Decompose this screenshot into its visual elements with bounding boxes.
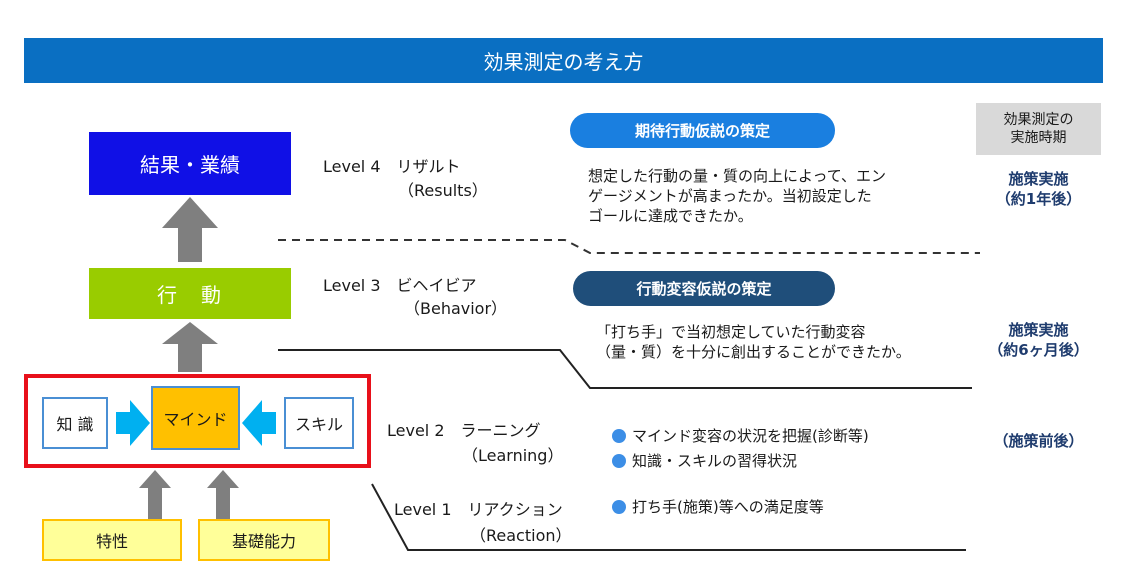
page-title: 効果測定の考え方 (483, 50, 644, 74)
level-3-label: Level 3 ビヘイビア (323, 276, 477, 295)
arrow-up-icon (207, 470, 239, 519)
results-box: 結果・業績 (89, 132, 291, 195)
desc-line: 「打ち手」で当初想定していた行動変容 (596, 323, 866, 341)
timing-line: 施策実施 (1008, 321, 1069, 339)
timing-level-3: 施策実施 （約6ヶ月後） (976, 321, 1101, 360)
knowledge-box: 知 識 (42, 397, 108, 449)
title-bar: 効果測定の考え方 (24, 38, 1103, 83)
timing-header-line: 実施時期 (1010, 130, 1067, 146)
bullet-icon (612, 453, 626, 468)
bullet-item: 知識・スキルの習得状況 (612, 450, 869, 471)
desc-line: ゴールに達成できたか。 (588, 206, 753, 225)
bullet-text: マインド変容の状況を把握(診断等) (632, 427, 869, 445)
desc-line: （量・質）を十分に創出することができたか。 (596, 342, 911, 361)
timing-line: （約6ヶ月後） (988, 340, 1089, 359)
desc-line: ゲージメントが高まったか。当初設定した (588, 186, 872, 205)
change-hypothesis-label: 行動変容仮説の策定 (636, 280, 772, 298)
mind-box: マインド (151, 386, 240, 450)
timing-level-2: （施策前後） (993, 432, 1084, 450)
separator-l4-l3 (278, 239, 980, 254)
bullet-item: 打ち手(施策)等への満足度等 (612, 496, 824, 517)
level-1-description: 打ち手(施策)等への満足度等 (612, 496, 824, 517)
expected-hypothesis-label: 期待行動仮説の策定 (634, 122, 770, 140)
level-4-sub: （Results） (398, 181, 488, 200)
level-3-description: 「打ち手」で当初想定していた行動変容 （量・質）を十分に創出することができたか。 (596, 323, 911, 363)
arrow-left-icon (242, 400, 276, 446)
arrow-right-icon (116, 400, 150, 446)
ability-label: 基礎能力 (231, 532, 296, 551)
ability-box: 基礎能力 (198, 519, 330, 561)
level-2-sub: （Learning） (462, 446, 564, 465)
bullet-item: マインド変容の状況を把握(診断等) (612, 425, 869, 446)
knowledge-label: 知 識 (56, 415, 94, 434)
behavior-box: 行 動 (89, 268, 291, 319)
bullet-text: 打ち手(施策)等への満足度等 (632, 498, 824, 516)
arrow-up-icon (139, 470, 171, 519)
results-label: 結果・業績 (140, 153, 240, 177)
trait-box: 特性 (42, 519, 182, 561)
level-1-label: Level 1 リアクション (394, 500, 563, 519)
separator-l1 (371, 483, 966, 551)
desc-line: 想定した行動の量・質の向上によって、エン (588, 167, 887, 185)
bullet-text: 知識・スキルの習得状況 (632, 452, 798, 470)
behavior-change-hypothesis: 行動変容仮説の策定 (573, 271, 835, 306)
expected-behavior-hypothesis: 期待行動仮説の策定 (570, 113, 835, 148)
timing-line: （約1年後） (995, 189, 1082, 208)
level-4-label: Level 4 リザルト (323, 157, 461, 176)
arrow-up-icon (162, 322, 218, 372)
bullet-icon (612, 428, 626, 443)
bullet-icon (612, 499, 626, 514)
skill-box: スキル (284, 397, 354, 449)
trait-label: 特性 (95, 532, 128, 551)
mind-label: マインド (163, 410, 228, 429)
learning-frame (24, 374, 371, 468)
level-2-label: Level 2 ラーニング (387, 421, 541, 440)
level-4-description: 想定した行動の量・質の向上によって、エン ゲージメントが高まったか。当初設定した… (588, 167, 886, 226)
level-1-sub: （Reaction） (470, 526, 572, 545)
arrow-up-icon (162, 197, 218, 262)
skill-label: スキル (294, 415, 343, 434)
behavior-label: 行 動 (157, 283, 223, 307)
timing-header: 効果測定の 実施時期 (976, 103, 1101, 155)
separator-l3-l2 (278, 349, 972, 389)
timing-header-line: 効果測定の (1003, 111, 1074, 128)
timing-level-4: 施策実施 （約1年後） (976, 170, 1101, 209)
level-2-description: マインド変容の状況を把握(診断等) 知識・スキルの習得状況 (612, 425, 869, 471)
timing-line: 施策実施 (1008, 170, 1069, 188)
level-3-sub: （Behavior） (404, 299, 508, 318)
